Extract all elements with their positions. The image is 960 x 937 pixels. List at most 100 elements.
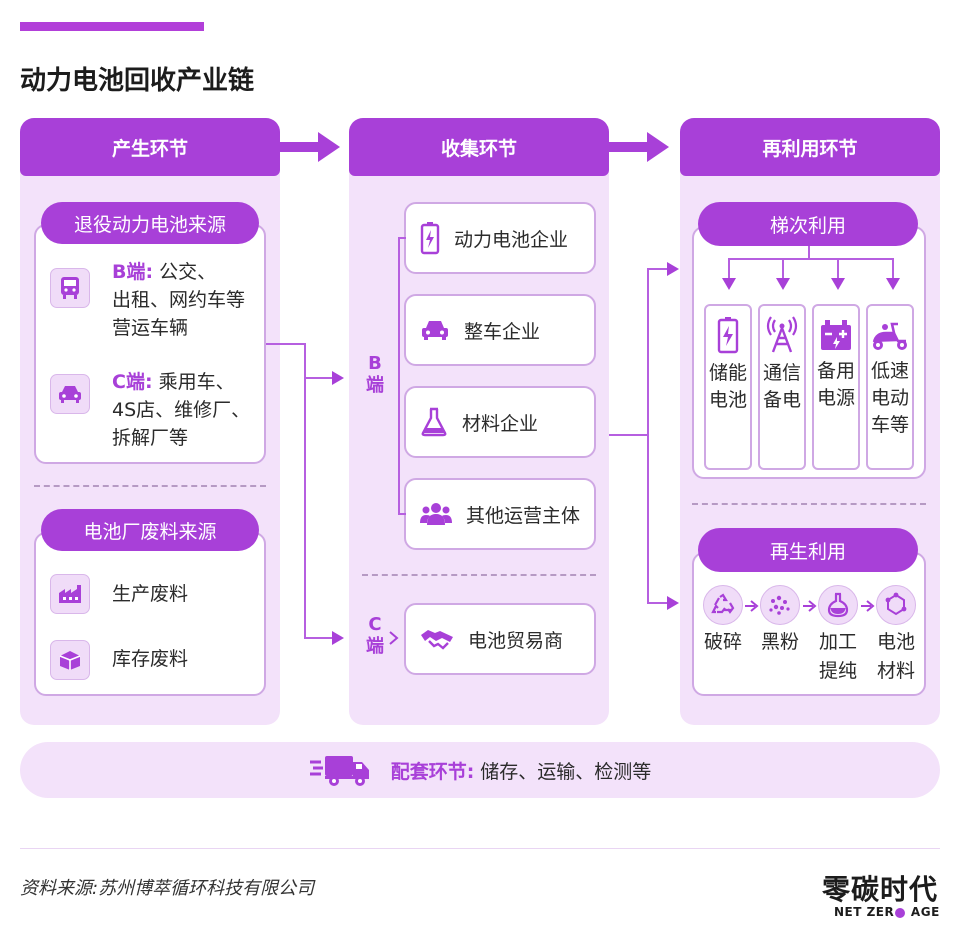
cascade-drop-2: [782, 258, 784, 280]
production-waste-label: 生产废料: [112, 583, 189, 605]
regen-arrow-3: [861, 600, 875, 612]
b-end-source-text: B端: 公交、 出租、网约车等 营运车辆: [112, 258, 245, 342]
page-title: 动力电池回收产业链: [20, 66, 255, 96]
c-end-marker-char: 端: [366, 636, 384, 657]
cascade-item-low-speed-ev: 低速电动车等: [866, 304, 914, 470]
regen-arrow-1: [745, 600, 759, 612]
black-powder-icon: [760, 585, 800, 625]
factory-waste-pill: 电池厂废料来源: [41, 509, 259, 551]
brand-logo-chinese: 零碳时代: [822, 873, 939, 906]
connector-to-regen-arrowhead: [667, 596, 679, 610]
regen-arrow-2: [803, 600, 817, 612]
b-end-line1: 公交、: [159, 261, 217, 283]
connector-to-cascade-arrowhead: [667, 262, 679, 276]
connector-retired-out: [266, 343, 306, 345]
connector-to-regen: [647, 602, 669, 604]
low-speed-ev-line2: 电动: [870, 387, 909, 409]
flow-arrow-2-shaft: [609, 142, 649, 152]
battery-bolt-icon: [717, 317, 739, 354]
regen-crushing-line1: 破碎: [703, 631, 742, 653]
support-label: 配套环节:: [390, 760, 475, 783]
group-icon: [420, 503, 452, 525]
factory-icon: [50, 574, 90, 614]
c-end-label: C端:: [112, 371, 153, 393]
collection-divider: [362, 574, 596, 576]
regen-black-powder-line1: 黑粉: [760, 631, 799, 653]
other-operators-label: 其他运营主体: [466, 504, 581, 527]
c-end-marker-letter: C: [368, 614, 382, 635]
b-bracket-line: [398, 238, 400, 514]
connector-vertical: [304, 343, 306, 639]
flow-arrow-1-head: [318, 132, 340, 162]
regen-processing-line1: 加工: [818, 631, 857, 653]
car-icon: [422, 321, 448, 340]
signal-tower-icon: [766, 316, 798, 353]
footer-separator: [20, 848, 940, 849]
connector-reuse-vertical: [647, 268, 649, 603]
reuse-divider: [692, 503, 926, 505]
production-divider: [34, 485, 266, 487]
b-end-marker-char: 端: [366, 375, 384, 396]
top-accent-bar: [20, 22, 204, 31]
b-end-line2: 出租、网约车等: [112, 289, 246, 311]
car-battery-icon: [821, 320, 851, 350]
retired-battery-pill: 退役动力电池来源: [41, 202, 259, 244]
cascade-drop-1: [728, 258, 730, 280]
connector-to-c-arrowhead: [332, 631, 344, 645]
source-note: 资料来源:苏州博萃循环科技有限公司: [20, 878, 315, 899]
cascade-use-pill: 梯次利用: [698, 202, 918, 246]
battery-trader-label: 电池贸易商: [468, 629, 564, 652]
telecom-backup-line1: 通信: [762, 362, 801, 384]
scooter-icon: [872, 322, 907, 350]
regen-crushing: 破碎: [697, 628, 749, 657]
cascade-item-energy-storage: 储能电池: [704, 304, 752, 470]
c-end-line1: 乘用车、: [158, 371, 235, 393]
molecule-icon: [876, 585, 916, 625]
cascade-distribution-line: [728, 258, 892, 260]
recycle-icon: [703, 585, 743, 625]
c-end-line3: 拆解厂等: [112, 427, 189, 449]
cascade-arrowhead-3: [831, 278, 845, 290]
support-bar: 配套环节: 储存、运输、检测等: [20, 742, 940, 798]
low-speed-ev-line1: 低速: [870, 360, 909, 382]
battery-bolt-icon: [420, 222, 440, 255]
regen-processing: 加工提纯: [812, 628, 864, 686]
reuse-column-header: 再利用环节: [680, 118, 940, 176]
bus-icon: [50, 268, 90, 308]
cascade-arrowhead-1: [722, 278, 736, 290]
production-column-header: 产生环节: [20, 118, 280, 176]
regen-processing-line2: 提纯: [818, 660, 857, 682]
collection-column-header: 收集环节: [349, 118, 609, 176]
cascade-stem: [808, 246, 810, 259]
delivery-truck-icon: [309, 756, 369, 786]
c-end-marker: C 端: [362, 614, 388, 658]
regeneration-panel: [692, 552, 926, 696]
b-end-line3: 营运车辆: [112, 317, 189, 339]
cascade-item-backup-power: 备用电源: [812, 304, 860, 470]
backup-power-line2: 电源: [816, 387, 855, 409]
materials-company-label: 材料企业: [462, 412, 539, 435]
flask-icon: [421, 407, 447, 437]
retired-battery-panel: [34, 224, 266, 464]
brand-dot-icon: [895, 907, 906, 918]
automaker-label: 整车企业: [464, 320, 541, 343]
box-icon: [50, 640, 90, 680]
b-end-label: B端:: [112, 261, 154, 283]
inventory-waste-label: 库存废料: [112, 648, 189, 670]
other-operators-box: 其他运营主体: [404, 478, 596, 550]
materials-company-box: 材料企业: [404, 386, 596, 458]
b-end-marker: B 端: [362, 353, 388, 397]
connector-to-c: [304, 637, 334, 639]
regen-battery-materials-line2: 材料: [876, 660, 915, 682]
battery-company-label: 动力电池企业: [454, 228, 569, 251]
cascade-drop-4: [892, 258, 894, 280]
low-speed-ev-line3: 车等: [870, 414, 909, 436]
b-bracket-tick-1: [398, 237, 406, 239]
connector-to-cascade: [647, 268, 669, 270]
connector-to-b: [304, 377, 334, 379]
regen-battery-materials: 电池材料: [870, 628, 922, 686]
brand-logo-english-b: AGE: [906, 905, 940, 919]
cascade-arrowhead-4: [886, 278, 900, 290]
energy-storage-line1: 储能: [708, 362, 747, 384]
handshake-icon: [421, 630, 453, 650]
